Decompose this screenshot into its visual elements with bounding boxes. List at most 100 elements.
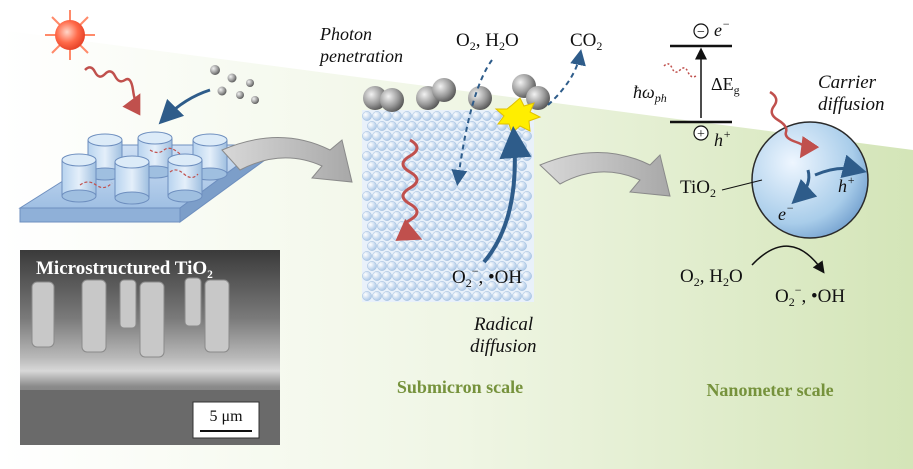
packed-sphere	[367, 121, 377, 131]
packed-sphere	[502, 151, 512, 161]
packed-sphere	[422, 131, 432, 141]
packed-sphere	[382, 171, 392, 181]
photon-penetration-label-1: Photon	[319, 24, 372, 44]
packed-sphere	[427, 141, 437, 151]
packed-sphere	[442, 211, 452, 221]
packed-sphere	[487, 221, 497, 231]
packed-sphere	[432, 191, 442, 201]
packed-sphere	[387, 201, 397, 211]
sphere-hole-label: h+	[838, 173, 855, 196]
packed-sphere	[472, 171, 482, 181]
packed-sphere	[492, 151, 502, 161]
packed-sphere	[502, 271, 512, 281]
packed-sphere	[492, 131, 502, 141]
molecules-icon	[210, 65, 259, 104]
packed-sphere	[432, 131, 442, 141]
packed-sphere	[487, 121, 497, 131]
packed-sphere	[482, 171, 492, 181]
packed-sphere	[432, 171, 442, 181]
packed-sphere	[427, 181, 437, 191]
packed-sphere	[377, 281, 387, 291]
packed-sphere	[392, 131, 402, 141]
packed-sphere	[367, 241, 377, 251]
packed-sphere	[517, 181, 527, 191]
reaction-curved-arrow	[751, 245, 825, 274]
packed-sphere	[422, 191, 432, 201]
packed-sphere	[522, 131, 532, 141]
packed-sphere	[482, 291, 492, 301]
packed-sphere	[392, 291, 402, 301]
packed-sphere	[407, 241, 417, 251]
packed-sphere	[487, 201, 497, 211]
packed-sphere	[447, 141, 457, 151]
packed-sphere	[392, 111, 402, 121]
packed-sphere	[422, 211, 432, 221]
packed-sphere	[482, 131, 492, 141]
carrier-diffusion-label-2: diffusion	[818, 94, 885, 115]
packed-sphere	[412, 191, 422, 201]
packed-sphere	[477, 281, 487, 291]
radical-diffusion-arrow	[482, 126, 532, 264]
packed-sphere	[442, 131, 452, 141]
packed-sphere	[362, 291, 372, 301]
packed-sphere	[472, 131, 482, 141]
packed-sphere	[472, 151, 482, 161]
packed-sphere	[407, 121, 417, 131]
packed-sphere	[362, 251, 372, 261]
packed-sphere	[457, 221, 467, 231]
packed-sphere	[512, 291, 522, 301]
packed-sphere	[462, 231, 472, 241]
packed-sphere	[432, 251, 442, 261]
packed-sphere	[422, 271, 432, 281]
packed-sphere	[417, 161, 427, 171]
packed-sphere	[482, 271, 492, 281]
packed-sphere	[422, 251, 432, 261]
packed-sphere	[367, 261, 377, 271]
packed-sphere	[417, 241, 427, 251]
tio2-label: TiO2	[680, 177, 716, 200]
packed-sphere	[482, 191, 492, 201]
packed-sphere	[482, 111, 492, 121]
packed-sphere	[387, 161, 397, 171]
band-electron-label: e−	[714, 17, 730, 40]
packed-sphere	[482, 211, 492, 221]
packed-sphere	[422, 231, 432, 241]
packed-sphere	[472, 231, 482, 241]
packed-sphere	[442, 171, 452, 181]
packed-sphere	[407, 281, 417, 291]
packed-sphere	[502, 291, 512, 301]
packed-sphere	[372, 191, 382, 201]
packed-sphere	[497, 281, 507, 291]
packed-sphere	[462, 171, 472, 181]
packed-sphere	[447, 181, 457, 191]
packed-sphere	[517, 201, 527, 211]
packed-sphere	[477, 161, 487, 171]
packed-sphere	[477, 201, 487, 211]
packed-sphere	[492, 251, 502, 261]
packed-sphere	[492, 191, 502, 201]
packed-sphere	[497, 181, 507, 191]
packed-sphere	[412, 291, 422, 301]
packed-sphere	[477, 221, 487, 231]
packed-sphere	[452, 151, 462, 161]
packed-sphere	[457, 181, 467, 191]
packed-sphere	[522, 291, 532, 301]
packed-sphere	[387, 121, 397, 131]
packed-sphere	[392, 171, 402, 181]
packed-sphere	[432, 111, 442, 121]
packed-sphere	[462, 151, 472, 161]
packed-sphere	[447, 221, 457, 231]
packed-sphere	[412, 111, 422, 121]
packed-sphere	[467, 161, 477, 171]
photon-wave-left	[84, 66, 141, 116]
packed-sphere	[362, 131, 372, 141]
band-gap-label: ΔEg	[711, 74, 740, 97]
packed-sphere	[397, 241, 407, 251]
packed-sphere	[382, 211, 392, 221]
submicron-block	[362, 110, 534, 302]
packed-sphere	[432, 211, 442, 221]
packed-sphere	[372, 131, 382, 141]
packed-sphere	[457, 121, 467, 131]
packed-sphere	[452, 211, 462, 221]
photon-penetration-label-2: penetration	[318, 46, 403, 66]
